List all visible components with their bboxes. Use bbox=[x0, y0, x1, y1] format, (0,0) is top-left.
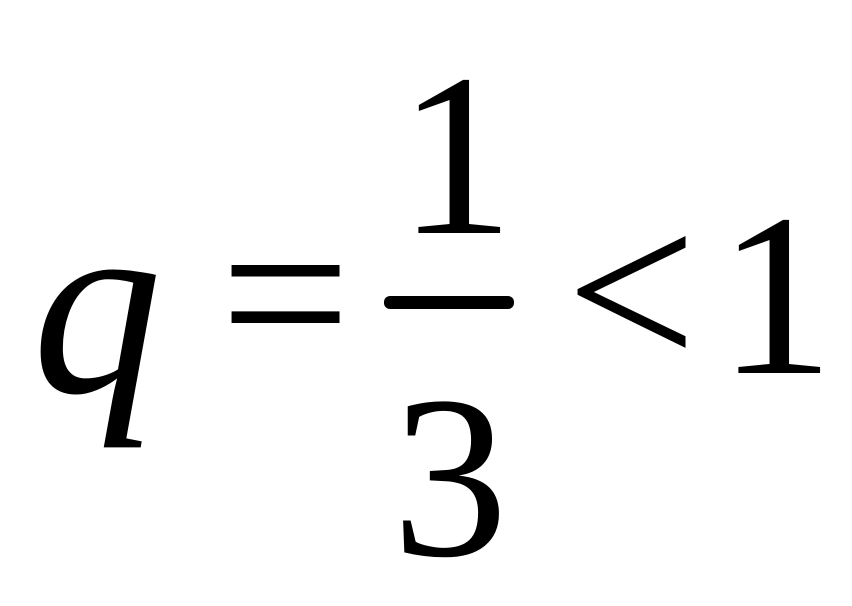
variable-q: q bbox=[32, 161, 162, 449]
fraction-numerator: 1 bbox=[398, 27, 514, 284]
fraction-bar bbox=[384, 296, 514, 309]
formula: q = 1 3 < 1 bbox=[32, 27, 834, 594]
right-hand-side: 1 bbox=[718, 167, 834, 424]
less-than-sign: < bbox=[566, 163, 697, 420]
equals-sign: = bbox=[220, 165, 351, 422]
fraction-denominator: 3 bbox=[392, 349, 508, 606]
